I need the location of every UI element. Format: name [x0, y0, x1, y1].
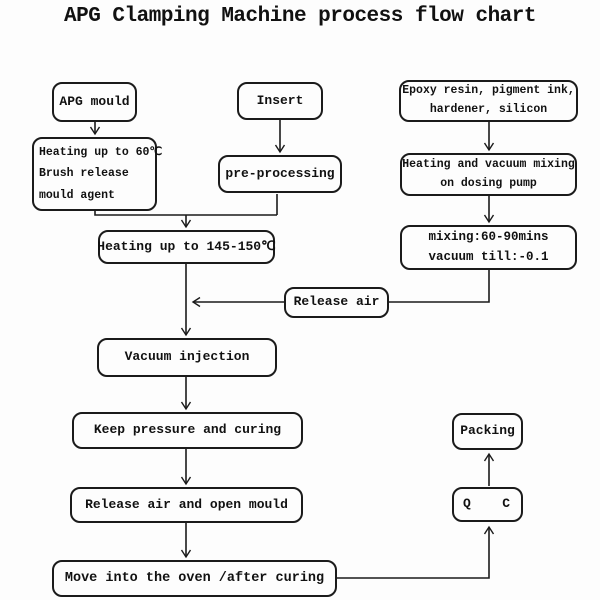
node-release-air: Release air: [284, 287, 389, 318]
node-move-into-oven-label: Move into the oven /after curing: [64, 570, 325, 586]
node-heating-145-label: Heating up to 145-150℃: [97, 238, 276, 254]
page-title: APG Clamping Machine process flow chart: [64, 5, 536, 28]
node-vacuum-mixing: Heating and vacuum mixing on dosing pump: [400, 153, 577, 196]
node-mixing-params: mixing:60-90mins vacuum till:-0.1: [400, 225, 577, 270]
node-epoxy-resin-label: Epoxy resin, pigment ink, hardener, sili…: [402, 84, 575, 116]
node-release-air-label: Release air: [293, 294, 380, 310]
node-vacuum-mixing-label: Heating and vacuum mixing on dosing pump: [402, 157, 575, 190]
node-packing-label: Packing: [460, 423, 515, 439]
node-insert: Insert: [237, 82, 323, 120]
node-release-open-mould: Release air and open mould: [70, 487, 303, 523]
arrow-moveoven-to-qc: [337, 525, 495, 579]
node-heating-145: Heating up to 145-150℃: [97, 230, 276, 264]
node-release-open-mould-label: Release air and open mould: [85, 496, 288, 512]
node-epoxy-resin: Epoxy resin, pigment ink, hardener, sili…: [399, 80, 578, 122]
node-vacuum-injection-label: Vacuum injection: [124, 349, 250, 365]
node-heating-60: Heating up to 60℃ Brush release mould ag…: [32, 137, 162, 211]
node-mixing-params-label: mixing:60-90mins vacuum till:-0.1: [428, 230, 549, 264]
node-heating-60-label: Heating up to 60℃ Brush release mould ag…: [39, 146, 163, 202]
node-move-into-oven: Move into the oven /after curing: [52, 560, 337, 597]
node-vacuum-injection: Vacuum injection: [97, 338, 277, 377]
merge-line-left-branches: [94, 209, 277, 216]
node-insert-label: Insert: [256, 92, 304, 108]
node-pre-processing-label: pre-processing: [225, 165, 335, 181]
node-qc: Q C: [452, 487, 523, 522]
node-apg-mould: APG mould: [52, 82, 137, 122]
node-keep-pressure-label: Keep pressure and curing: [93, 422, 282, 438]
node-apg-mould-label: APG mould: [59, 93, 130, 109]
node-keep-pressure: Keep pressure and curing: [72, 412, 303, 449]
node-qc-label: Q C: [462, 496, 512, 512]
node-packing: Packing: [452, 413, 523, 450]
node-pre-processing: pre-processing: [218, 155, 342, 193]
